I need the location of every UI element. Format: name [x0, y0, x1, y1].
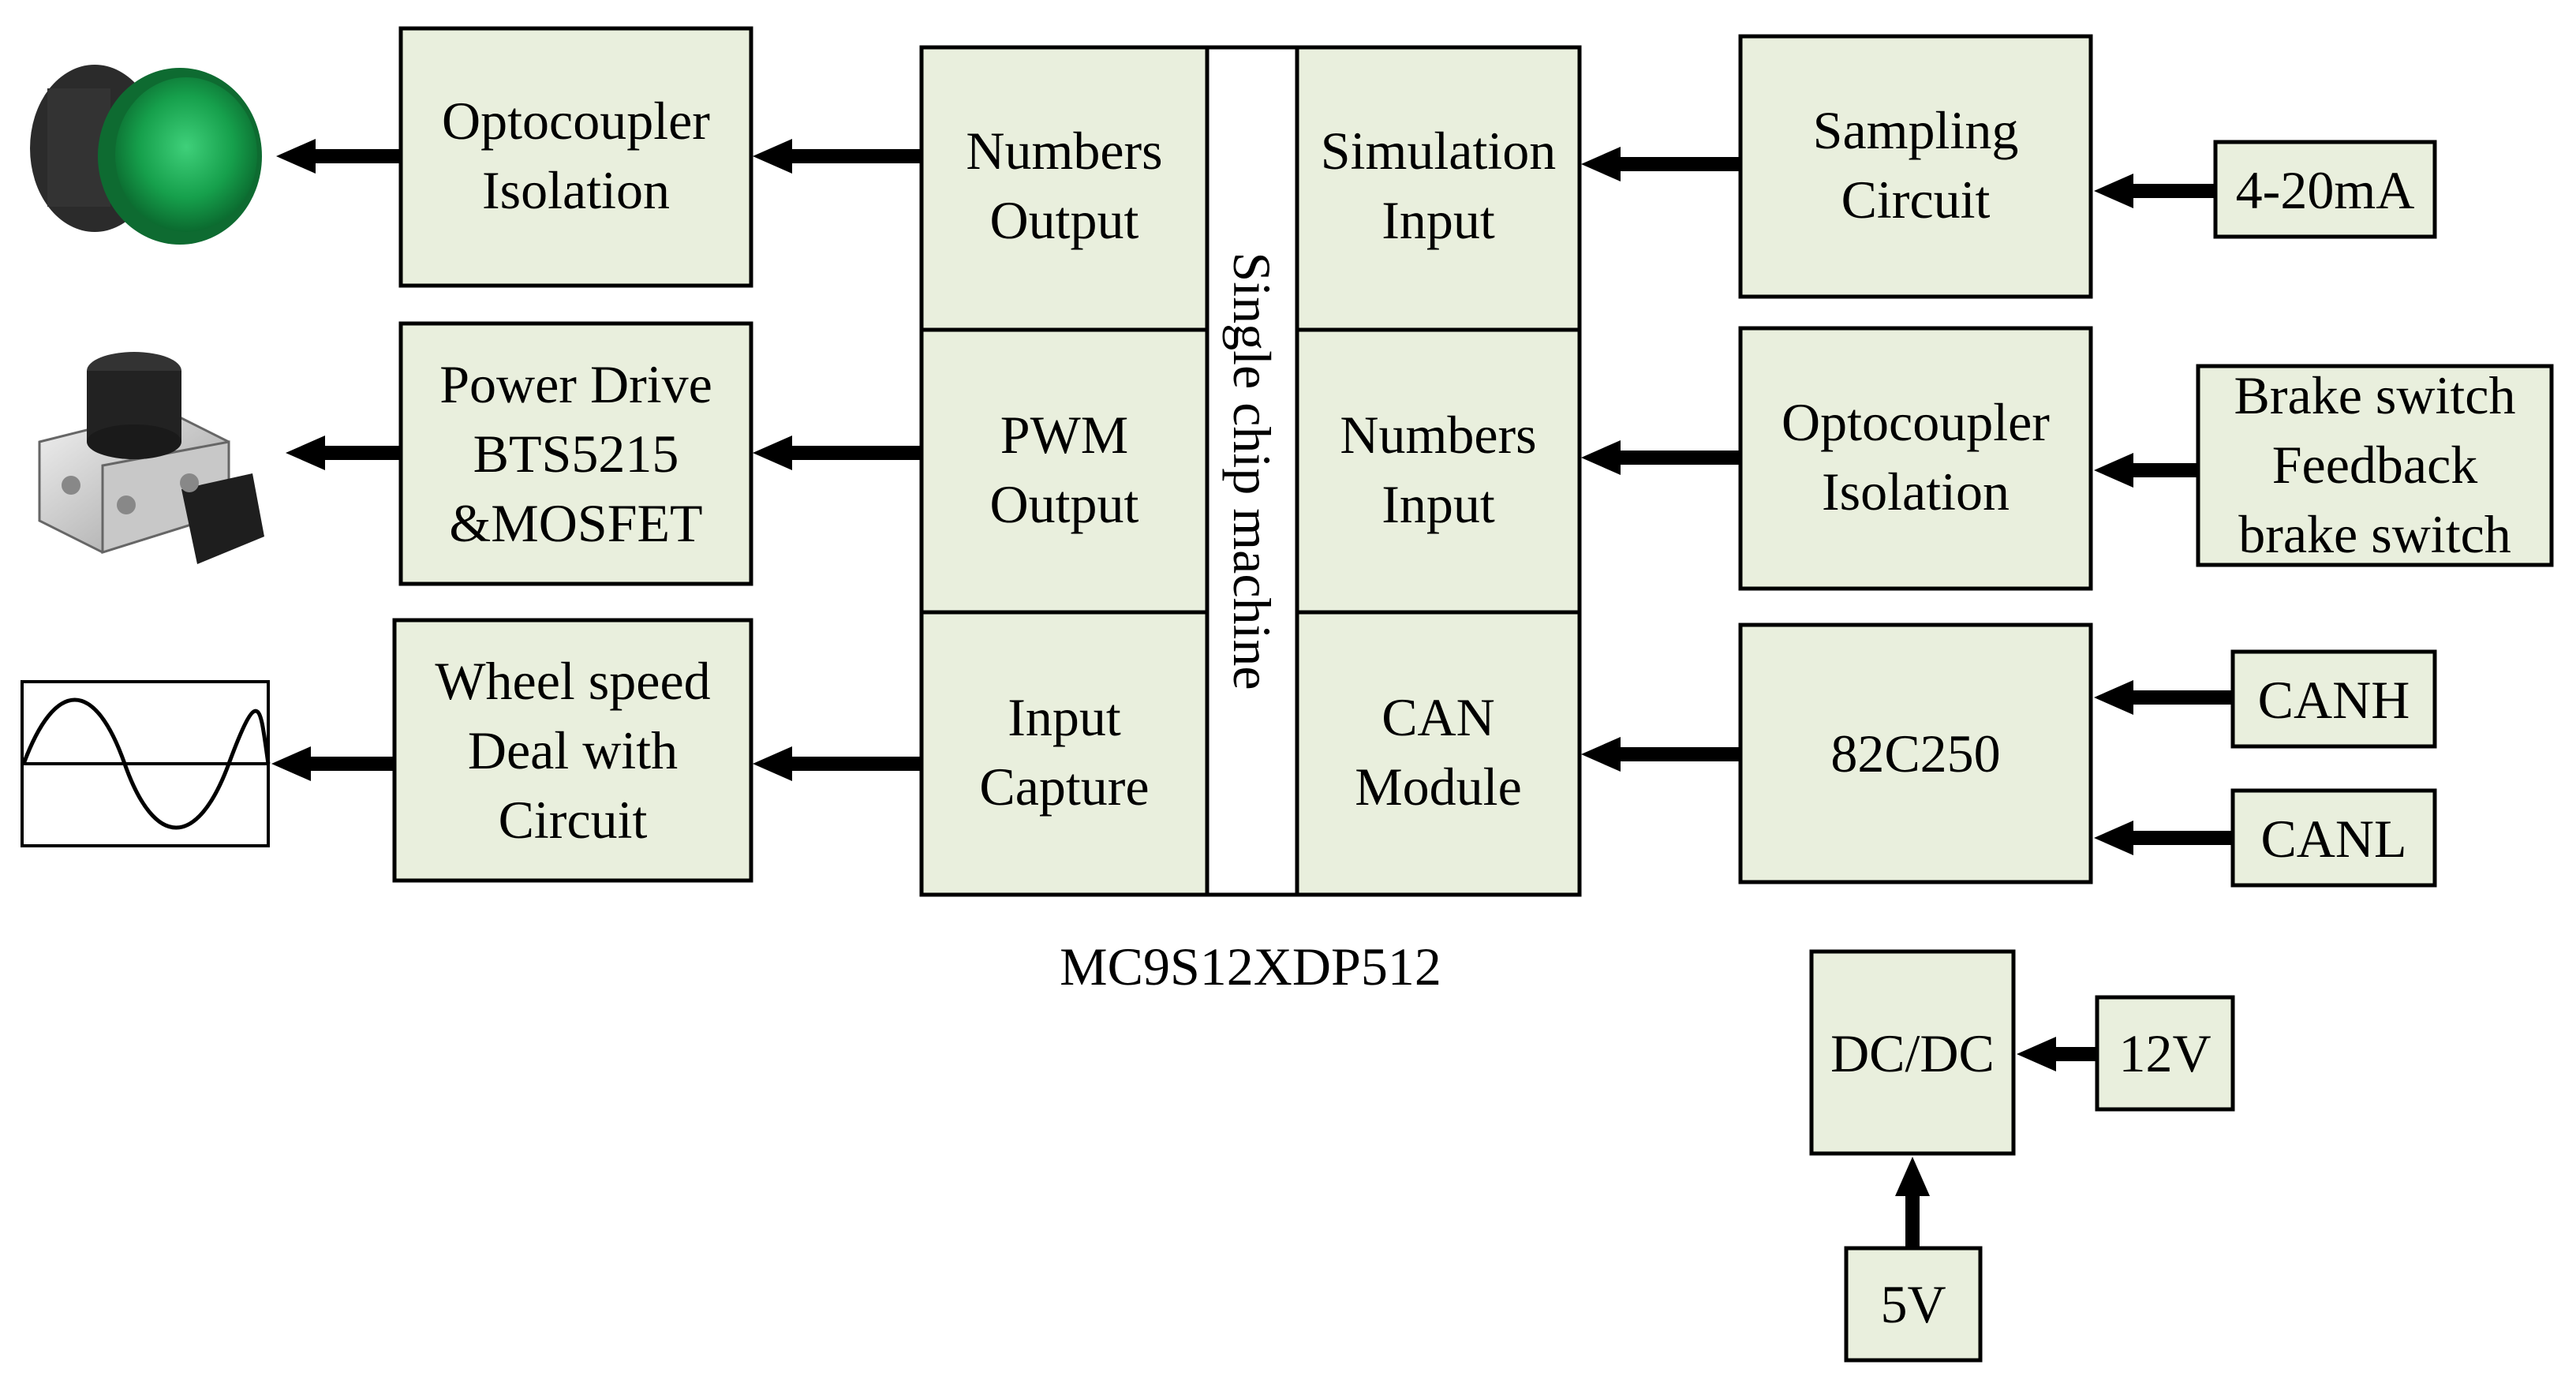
arrow-brake-switch-to-optocoupler	[2094, 453, 2198, 488]
sampling-circuit-block: Sampling Circuit	[1738, 34, 2093, 299]
cell-label-line: CAN	[1381, 687, 1495, 747]
brake-switch-input-block: Brake switch Feedback brake switch	[2196, 364, 2554, 567]
arrow-12v-to-dcdc	[2017, 1037, 2097, 1071]
single-chip-machine-label: Single chip machine	[1222, 252, 1282, 690]
arrow-transceiver-to-mcu	[1581, 737, 1740, 772]
input-label-line: Brake switch	[2234, 365, 2516, 425]
optocoupler-isolation-output-block: Optocoupler Isolation	[398, 26, 753, 288]
arrow-wheel-circuit-to-waveform	[271, 746, 394, 781]
pwm-output-cell: PWM Output	[919, 327, 1209, 615]
cell-label-line: PWM	[1000, 405, 1128, 465]
block-label-line: Isolation	[1822, 462, 2010, 522]
cell-label-line: Simulation	[1321, 121, 1556, 181]
arrow-mcu-to-optocoupler	[753, 139, 922, 174]
input-label: CANL	[2260, 809, 2406, 869]
green-indicator-lamp-icon	[30, 65, 262, 245]
block-label-line: Deal with	[468, 720, 678, 780]
simulation-input-cell: Simulation Input	[1295, 45, 1582, 332]
arrow-current-loop-to-sampling	[2094, 174, 2215, 208]
mcu-caption: MC9S12XDP512	[1060, 937, 1441, 996]
arrow-canl-to-transceiver	[2094, 821, 2233, 855]
wheel-speed-circuit-block: Wheel speed Deal with Circuit	[392, 618, 753, 883]
arrow-optocoupler-to-mcu	[1581, 440, 1740, 475]
arrow-power-drive-to-actuator	[286, 436, 401, 470]
cell-label-line: Input	[1008, 687, 1121, 747]
block-label-line: Isolation	[482, 160, 670, 220]
input-label: CANH	[2258, 670, 2410, 730]
input-label-line: Feedback	[2272, 435, 2478, 495]
cell-label-line: Output	[990, 474, 1139, 534]
cell-label-line: Numbers	[1340, 405, 1536, 465]
block-label-line: Wheel speed	[435, 651, 710, 711]
sine-wave-icon	[21, 680, 271, 847]
numbers-output-cell: Numbers Output	[919, 45, 1209, 332]
input-capture-cell: Input Capture	[919, 610, 1209, 897]
block-label-line: Power Drive	[439, 354, 712, 414]
dcdc-block: DC/DC	[1809, 949, 2016, 1156]
block-label-line: Circuit	[1841, 170, 1991, 230]
block-label-line: 82C250	[1830, 724, 2000, 783]
input-label-line: brake switch	[2238, 504, 2511, 564]
arrow-5v-to-dcdc	[1895, 1157, 1930, 1248]
optocoupler-isolation-input-block: Optocoupler Isolation	[1738, 326, 2093, 591]
arrow-mcu-to-power-drive	[753, 436, 922, 470]
core-strip	[1205, 45, 1299, 897]
power-label: 12V	[2118, 1023, 2211, 1083]
transceiver-82c250-block: 82C250	[1738, 623, 2093, 884]
current-loop-input-block: 4-20mA	[2213, 140, 2437, 239]
cell-label-line: Output	[990, 190, 1139, 250]
block-label-line: Circuit	[499, 790, 648, 850]
cell-label-line: Input	[1381, 190, 1495, 250]
input-label: 4-20mA	[2236, 160, 2415, 220]
arrow-mcu-to-wheel-circuit	[753, 746, 922, 781]
cell-label-line: Capture	[979, 757, 1149, 817]
12v-source-block: 12V	[2095, 995, 2235, 1112]
block-label-line: Optocoupler	[1782, 392, 2050, 452]
cell-label-line: Input	[1381, 474, 1495, 534]
numbers-input-cell: Numbers Input	[1295, 327, 1582, 615]
arrow-optocoupler-to-lamp	[276, 139, 401, 174]
mcu-block: Numbers Output PWM Output Input Capture …	[919, 45, 1582, 897]
power-label: DC/DC	[1830, 1023, 1995, 1083]
arrow-sampling-to-mcu	[1581, 147, 1740, 181]
abs-hydraulic-unit-icon	[38, 352, 264, 564]
cell-label-line: Numbers	[966, 121, 1162, 181]
power-drive-block: Power Drive BTS5215 &MOSFET	[398, 321, 753, 586]
5v-source-block: 5V	[1844, 1246, 1983, 1363]
arrow-canh-to-transceiver	[2094, 680, 2233, 715]
canl-input-block: CANL	[2230, 788, 2437, 888]
block-label-line: &MOSFET	[449, 493, 702, 553]
cell-label-line: Module	[1355, 757, 1522, 817]
block-label-line: Optocoupler	[442, 91, 710, 151]
block-label-line: Sampling	[1813, 100, 2019, 160]
block-label-line: BTS5215	[473, 424, 679, 484]
can-module-cell: CAN Module	[1295, 610, 1582, 897]
power-label: 5V	[1880, 1274, 1946, 1334]
canh-input-block: CANH	[2230, 649, 2437, 749]
